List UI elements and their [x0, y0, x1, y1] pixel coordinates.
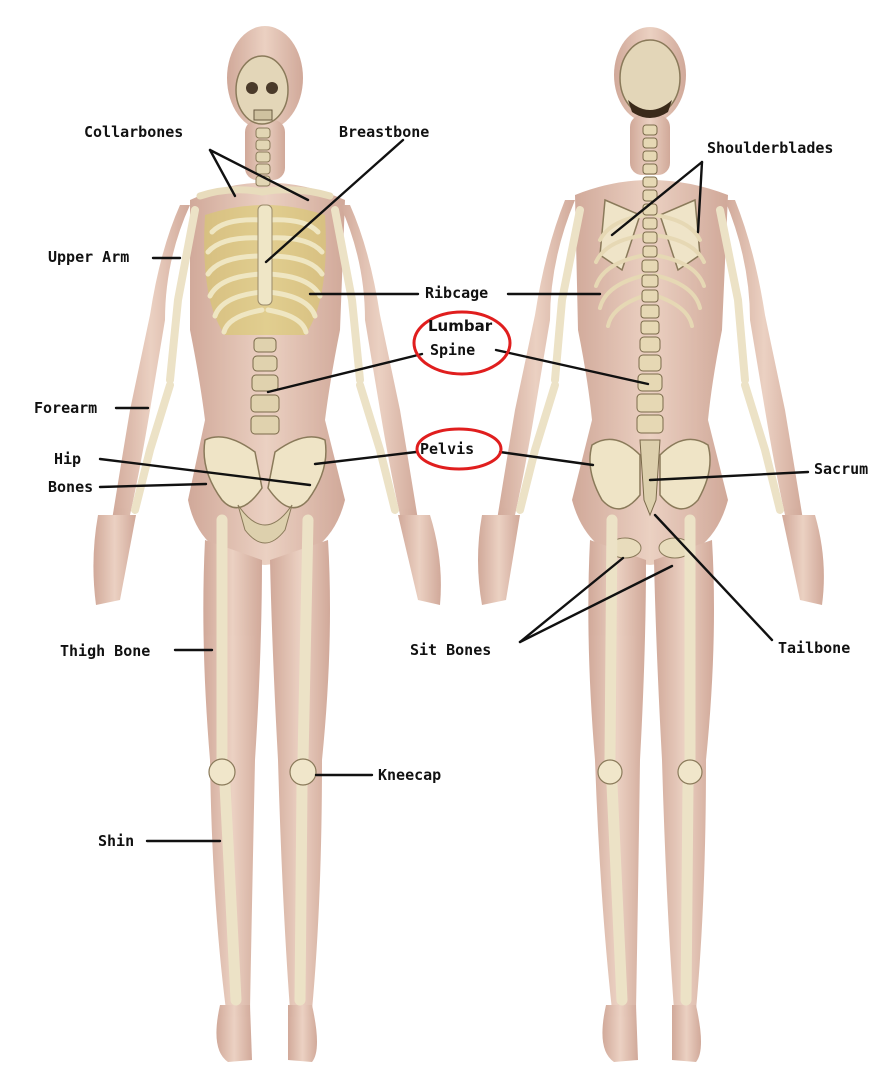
- label-sacrum: Sacrum: [814, 461, 868, 478]
- label-pelvis: Pelvis: [420, 441, 474, 458]
- back-figure: [478, 27, 824, 1062]
- label-sit-bones: Sit Bones: [410, 642, 491, 659]
- label-hip: Hip: [54, 451, 81, 468]
- label-ribcage: Ribcage: [425, 285, 488, 302]
- label-shin: Shin: [98, 833, 134, 850]
- label-tailbone: Tailbone: [778, 640, 850, 657]
- front-breastbone: [258, 205, 272, 305]
- label-shoulderblades: Shoulderblades: [707, 140, 833, 157]
- label-breastbone: Breastbone: [339, 124, 429, 141]
- label-kneecap: Kneecap: [378, 767, 441, 784]
- label-spine: Spine: [430, 342, 475, 359]
- label-upper-arm: Upper Arm: [48, 249, 129, 266]
- front-left-kneecap: [209, 759, 235, 785]
- back-skull: [620, 40, 680, 116]
- label-bones: Bones: [48, 479, 93, 496]
- label-thigh-bone: Thigh Bone: [60, 643, 150, 660]
- label-forearm: Forearm: [34, 400, 97, 417]
- front-figure: [93, 26, 440, 1062]
- front-right-kneecap: [290, 759, 316, 785]
- label-lumbar: Lumbar: [428, 318, 492, 335]
- label-collarbones: Collarbones: [84, 124, 183, 141]
